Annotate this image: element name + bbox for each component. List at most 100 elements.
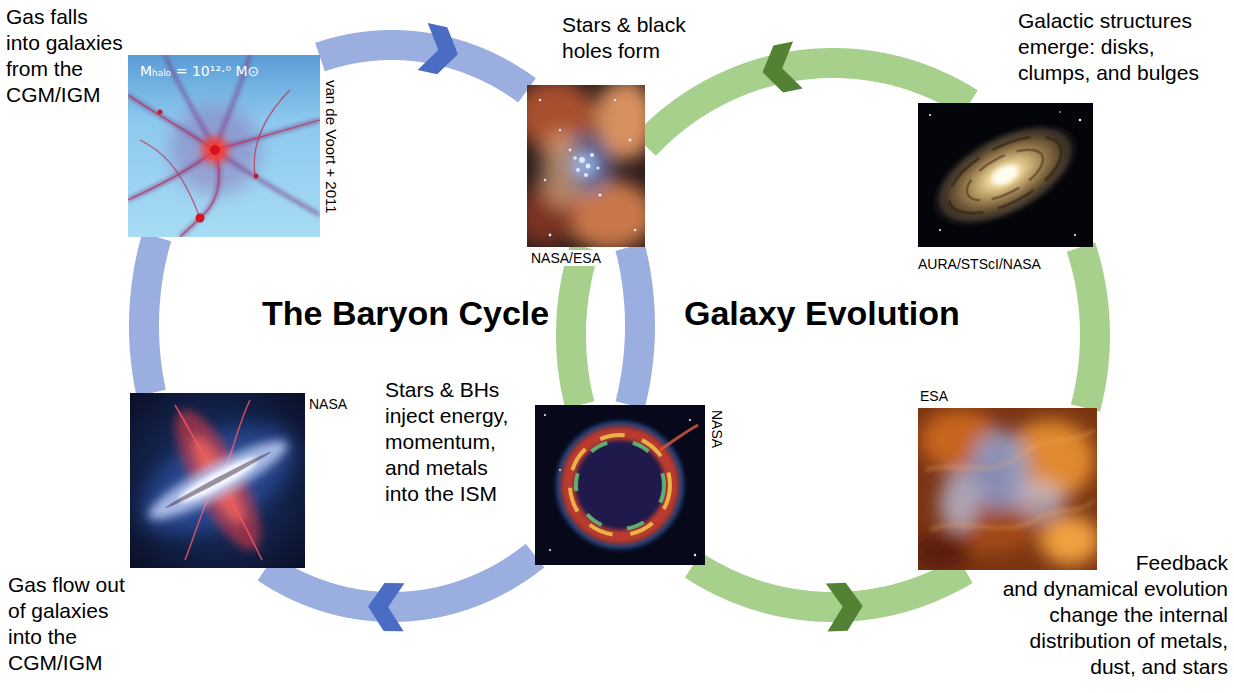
star [539, 99, 637, 237]
star [1079, 119, 1081, 121]
simulation-image [128, 55, 320, 237]
galaxy-disk [989, 161, 1021, 188]
simulation-panel: Gas falls into galaxies from the CGM/IGM… [128, 55, 320, 237]
gas-filament [128, 150, 215, 200]
star [539, 99, 542, 102]
gas-filament [180, 150, 219, 237]
dust-filament [930, 500, 1095, 530]
starburst-galaxy-image [130, 393, 305, 568]
image-credit: NASA [309, 396, 347, 412]
halo-core [202, 137, 228, 163]
stage-caption: Gas flow out of galaxies into the CGM/IG… [8, 572, 140, 676]
star [576, 168, 580, 172]
remnant-shock [559, 424, 681, 546]
simulation-ground [128, 55, 320, 237]
galaxy-disk [164, 450, 272, 511]
star [586, 164, 591, 169]
remnant-jet [660, 425, 698, 450]
star [634, 229, 637, 232]
star [544, 414, 696, 556]
gas-filament [254, 90, 290, 175]
galaxy-disk [937, 121, 1073, 229]
spiral-galaxy-image [918, 103, 1093, 247]
galaxy-disk [927, 112, 1083, 238]
star [596, 166, 599, 169]
star [1074, 234, 1076, 236]
cycle-band [1081, 247, 1095, 408]
halo-core [210, 145, 220, 155]
dust-cloud [918, 532, 970, 570]
star [689, 419, 691, 421]
galaxy-halo [130, 403, 305, 557]
nebula-cloud [527, 85, 645, 247]
cycle-arrow [320, 23, 527, 90]
galaxy-disk [959, 139, 1050, 210]
star [929, 111, 1081, 236]
galaxy-disk [142, 429, 295, 530]
star [544, 414, 546, 416]
star [559, 469, 561, 471]
star-cluster-panel: Stars & black holes formNASA/ESA [527, 85, 645, 247]
image-credit: van de Voort + 2011 [323, 80, 340, 214]
halo-knot [254, 174, 259, 179]
cycle-arrow [144, 237, 157, 393]
dust-filament [925, 430, 1095, 470]
cluster-glow [571, 151, 599, 179]
stage-caption: Stars & black holes form [562, 12, 692, 64]
star [694, 554, 696, 556]
halo-knot [196, 214, 205, 223]
supernova-remnant-panel: Stars & BHs inject energy, momentum, and… [535, 405, 705, 565]
cycle-arrow [266, 556, 535, 632]
gas-filament [215, 120, 320, 150]
cycle-band [630, 247, 640, 405]
star [569, 149, 572, 152]
star [584, 173, 588, 177]
star [598, 193, 601, 196]
star [939, 229, 941, 231]
gas-filament [128, 150, 215, 200]
cycle-arrow [693, 565, 965, 631]
cycle-band [571, 247, 585, 405]
gas-filament [140, 140, 200, 218]
stage-caption: Feedback and dynamical evolution change … [988, 550, 1228, 680]
gas-filament [128, 90, 320, 237]
star [573, 156, 577, 160]
gas-filament [215, 120, 320, 150]
starburst-galaxy-panel: Gas flow out of galaxies into the CGM/IG… [130, 393, 305, 568]
remnant-filament [570, 435, 670, 535]
dust-filament [925, 430, 1095, 530]
image-credit: ESA [920, 388, 948, 404]
gas-filament [128, 95, 215, 150]
star [549, 549, 551, 551]
dust-cloud [1015, 480, 1065, 520]
galactic-wind [160, 400, 276, 560]
dust-cloud [940, 470, 980, 530]
star [579, 157, 585, 163]
wrap-spacer [988, 550, 1118, 570]
space-ground [535, 405, 705, 565]
remnant-filament [576, 441, 664, 529]
cycle-arrow [571, 247, 585, 405]
remnant-interior [568, 433, 672, 537]
image-credit: AURA/STScI/NASA [918, 256, 1041, 272]
star [590, 153, 594, 157]
star [549, 234, 552, 237]
arrow-chevron [826, 582, 864, 631]
stage-caption: Gas falls into galaxies from the CGM/IGM [6, 4, 125, 108]
dust-cloud-panel: Feedback and dynamical evolution change … [918, 408, 1097, 570]
galaxy-disk [918, 103, 1093, 247]
star [559, 129, 561, 131]
galactic-wind [160, 400, 276, 560]
stage-caption: Stars & BHs inject energy, momentum, and… [385, 377, 520, 507]
gas-filament [128, 95, 215, 150]
arrow-chevron [758, 41, 803, 95]
gas-filament [128, 55, 320, 237]
image-credit: NASA [709, 410, 725, 448]
spiral-galaxy-panel: Galactic structures emerge: disks, clump… [918, 103, 1093, 247]
cycle-band [266, 556, 535, 607]
galaxy-disk [142, 429, 295, 530]
dust-cloud [918, 410, 1097, 570]
halo-knot [158, 110, 163, 115]
supernova-remnant-image [535, 405, 705, 565]
